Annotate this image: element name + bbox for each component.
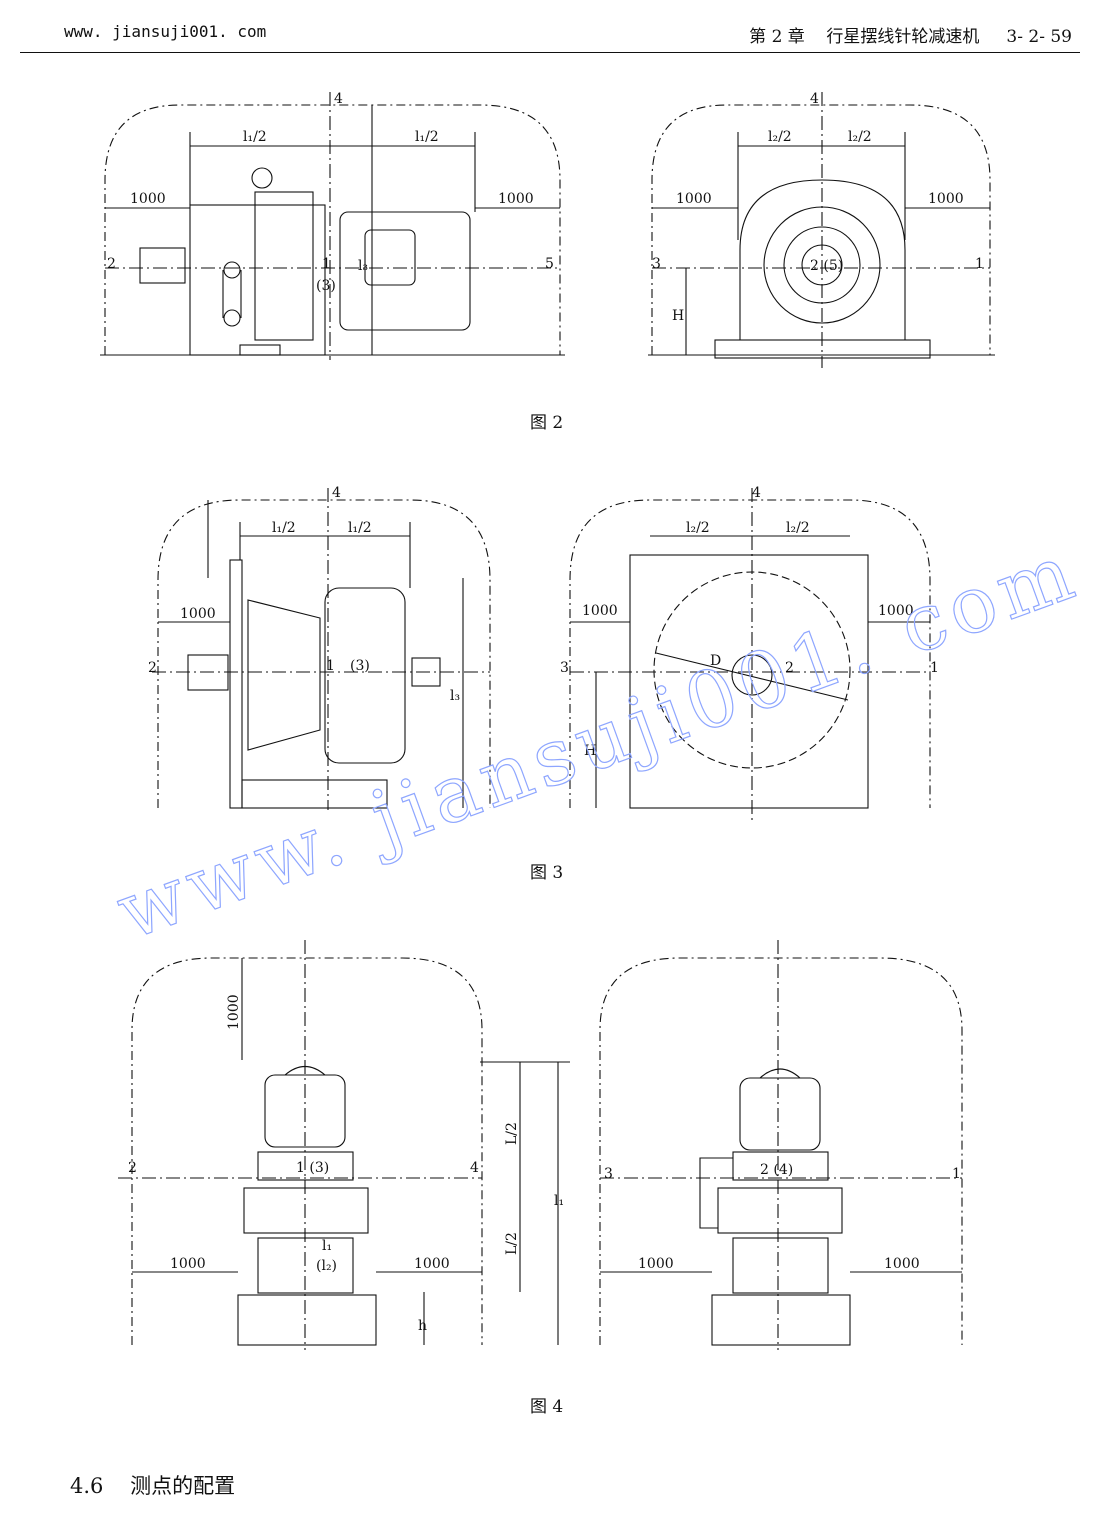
fig3-dim-1000-r-right: 1000 bbox=[878, 603, 914, 619]
figure-2-caption: 图 2 bbox=[530, 413, 564, 433]
fig2-dim-H: H bbox=[672, 308, 684, 324]
figure-4-drawing: 1000 2 4 1 (3) l₁ (l₂) 1000 1000 L/2 L/2… bbox=[118, 940, 963, 1350]
fig3-point-3-paren: (3) bbox=[350, 658, 370, 674]
fig2-dim-1000-r-left: 1000 bbox=[676, 191, 712, 207]
fig2-point-2-5: 2 (5) bbox=[810, 258, 843, 274]
figure-2-drawing: l₁/2 l₁/2 1000 1000 2 5 4 1 (3) l₃ l₂/2 … bbox=[100, 91, 995, 368]
fig3-dim-l1-half-left: l₁/2 bbox=[272, 520, 296, 536]
fig4-dim-l1: l₁ bbox=[322, 1238, 332, 1254]
fig4-dim-h: h bbox=[418, 1318, 427, 1334]
fig3-dim-1000-left: 1000 bbox=[180, 606, 216, 622]
fig4-dim-l1-total: l₁ bbox=[554, 1193, 564, 1209]
figure-3-caption: 图 3 bbox=[530, 863, 564, 883]
fig4-dim-1000-left: 1000 bbox=[170, 1256, 206, 1272]
fig2-point-5: 5 bbox=[545, 256, 554, 272]
fig3-dim-D: D bbox=[710, 653, 721, 669]
fig3-point-1-right: 1 bbox=[930, 660, 939, 676]
fig4-dim-1000-right: 1000 bbox=[414, 1256, 450, 1272]
fig2-dim-l1-half-left: l₁/2 bbox=[243, 129, 267, 145]
fig4-dim-1000-r-left: 1000 bbox=[638, 1256, 674, 1272]
figure-4-caption: 图 4 bbox=[530, 1397, 564, 1417]
section-heading: 4.6 测点的配置 bbox=[70, 1470, 235, 1500]
header-chapter: 第 2 章 行星摆线针轮减速机 3- 2- 59 bbox=[749, 27, 1072, 47]
fig2-point-2: 2 bbox=[107, 256, 116, 272]
fig3-point-2: 2 bbox=[148, 660, 157, 676]
header-site: www. jiansuji001. com bbox=[64, 22, 267, 41]
fig3-dim-H: H bbox=[584, 743, 596, 759]
fig2-dim-l1-half-right: l₁/2 bbox=[415, 129, 439, 145]
fig4-point-4: 4 bbox=[470, 1160, 479, 1176]
fig2-dim-1000-right: 1000 bbox=[498, 191, 534, 207]
fig3-dim-l3: l₃ bbox=[450, 688, 460, 704]
fig3-dim-l2-half-left: l₂/2 bbox=[686, 520, 710, 536]
fig3-dim-l2-half-right: l₂/2 bbox=[786, 520, 810, 536]
fig4-dim-l2-paren: (l₂) bbox=[316, 1258, 337, 1274]
fig4-dim-1000-r-right: 1000 bbox=[884, 1256, 920, 1272]
fig4-point-2-4: 2 (4) bbox=[760, 1162, 793, 1178]
fig2-point-4: 4 bbox=[334, 91, 343, 107]
fig2-point-3: 3 bbox=[652, 256, 661, 272]
fig2-point-1: 1 bbox=[322, 256, 331, 272]
fig2-dim-1000-left: 1000 bbox=[130, 191, 166, 207]
fig3-point-4: 4 bbox=[332, 485, 341, 501]
fig2-point-1-right: 1 bbox=[975, 256, 984, 272]
fig3-dim-l1-half-right: l₁/2 bbox=[348, 520, 372, 536]
watermark-text: www. jiansuji001. com bbox=[106, 526, 1091, 958]
fig4-dim-L-half-top: L/2 bbox=[504, 1122, 520, 1145]
fig2-dim-l2-half-left: l₂/2 bbox=[768, 129, 792, 145]
fig3-point-1: 1 bbox=[326, 658, 335, 674]
fig3-point-4-right: 4 bbox=[752, 485, 761, 501]
header-rule bbox=[20, 52, 1080, 53]
fig4-point-3: 3 bbox=[604, 1166, 613, 1182]
fig3-point-2-right: 2 bbox=[785, 660, 794, 676]
fig2-dim-l3: l₃ bbox=[358, 258, 368, 274]
figure-3-drawing: l₁/2 l₁/2 1000 2 4 1 (3) l₃ l₂/2 l₂/2 10… bbox=[148, 485, 939, 820]
fig4-point-1: 1 bbox=[952, 1166, 961, 1182]
fig3-point-3: 3 bbox=[560, 660, 569, 676]
fig2-dim-1000-r-right: 1000 bbox=[928, 191, 964, 207]
section-title: 测点的配置 bbox=[130, 1474, 236, 1498]
fig4-point-2: 2 bbox=[128, 1160, 137, 1176]
fig2-dim-l2-half-right: l₂/2 bbox=[848, 129, 872, 145]
fig4-dim-1000-top: 1000 bbox=[226, 994, 242, 1030]
section-number: 4.6 bbox=[70, 1474, 104, 1498]
fig4-dim-L-half-bottom: L/2 bbox=[504, 1232, 520, 1255]
fig3-dim-1000-r-left: 1000 bbox=[582, 603, 618, 619]
fig2-point-4-right: 4 bbox=[810, 91, 819, 107]
fig2-point-3-paren: (3) bbox=[316, 278, 336, 294]
fig4-point-1-3: 1 (3) bbox=[296, 1160, 329, 1176]
